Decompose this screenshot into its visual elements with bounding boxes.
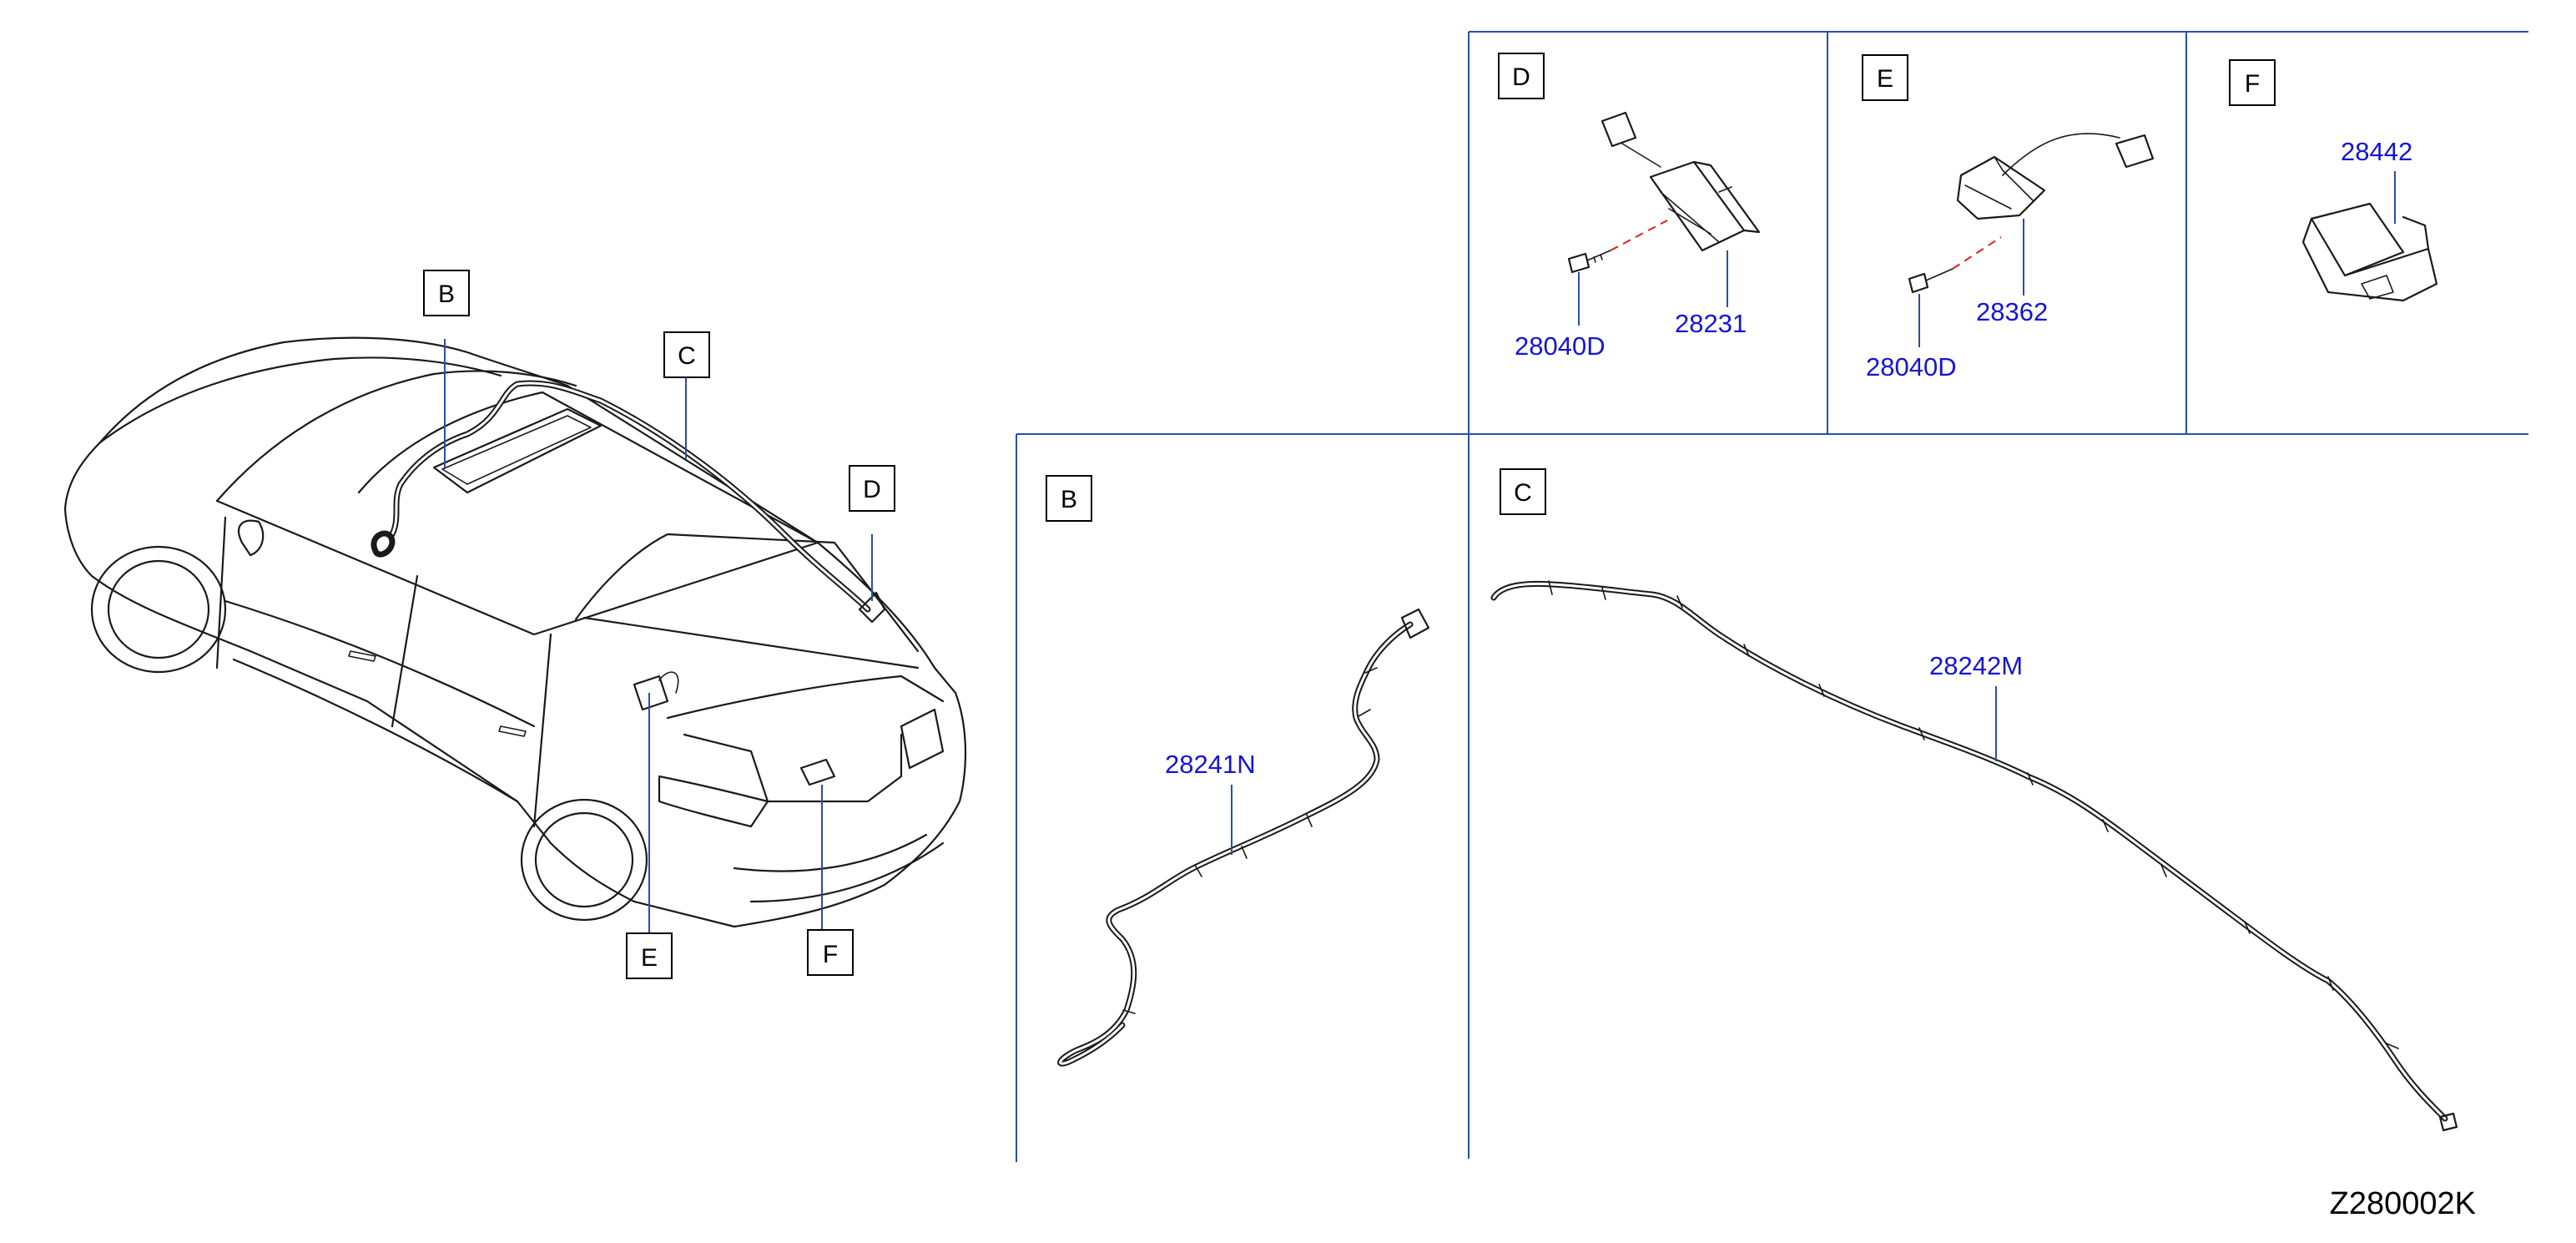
diagram-reference-code: Z280002K	[2329, 1186, 2476, 1221]
svg-text:E: E	[641, 944, 658, 972]
svg-text:28231: 28231	[1675, 309, 1747, 338]
panel-E: E 28040D 28362	[1862, 54, 2155, 381]
svg-text:28362: 28362	[1976, 297, 2048, 326]
panel-grid	[1016, 31, 2528, 1162]
svg-text:C: C	[1514, 479, 1532, 507]
callout-C-car: C	[663, 331, 710, 459]
car-body-outline	[63, 336, 967, 928]
svg-text:F: F	[823, 941, 838, 968]
panel-D: D 28040D 28231	[1498, 53, 1761, 361]
svg-text:C: C	[678, 342, 696, 370]
svg-text:D: D	[1512, 63, 1530, 91]
callout-F-car: F	[807, 785, 854, 976]
svg-text:28040D: 28040D	[1515, 331, 1606, 361]
svg-text:D: D	[863, 476, 881, 503]
svg-text:28040D: 28040D	[1866, 352, 1957, 381]
svg-text:B: B	[1061, 486, 1077, 513]
svg-text:28442: 28442	[2341, 137, 2412, 166]
svg-text:F: F	[2245, 70, 2260, 98]
callout-D-car: D	[849, 465, 895, 601]
svg-text:28241N: 28241N	[1165, 750, 1256, 779]
panel-C: C 28242M	[1490, 468, 2458, 1132]
svg-text:28242M: 28242M	[1929, 651, 2023, 680]
panel-B: B 28241N	[1046, 475, 1430, 1067]
svg-text:B: B	[438, 280, 455, 308]
vehicle-overview	[63, 336, 967, 928]
callout-E-car: E	[626, 693, 673, 979]
panel-F: F 28442	[2229, 59, 2438, 302]
svg-text:E: E	[1877, 65, 1893, 93]
callout-B-car: B	[423, 270, 470, 467]
